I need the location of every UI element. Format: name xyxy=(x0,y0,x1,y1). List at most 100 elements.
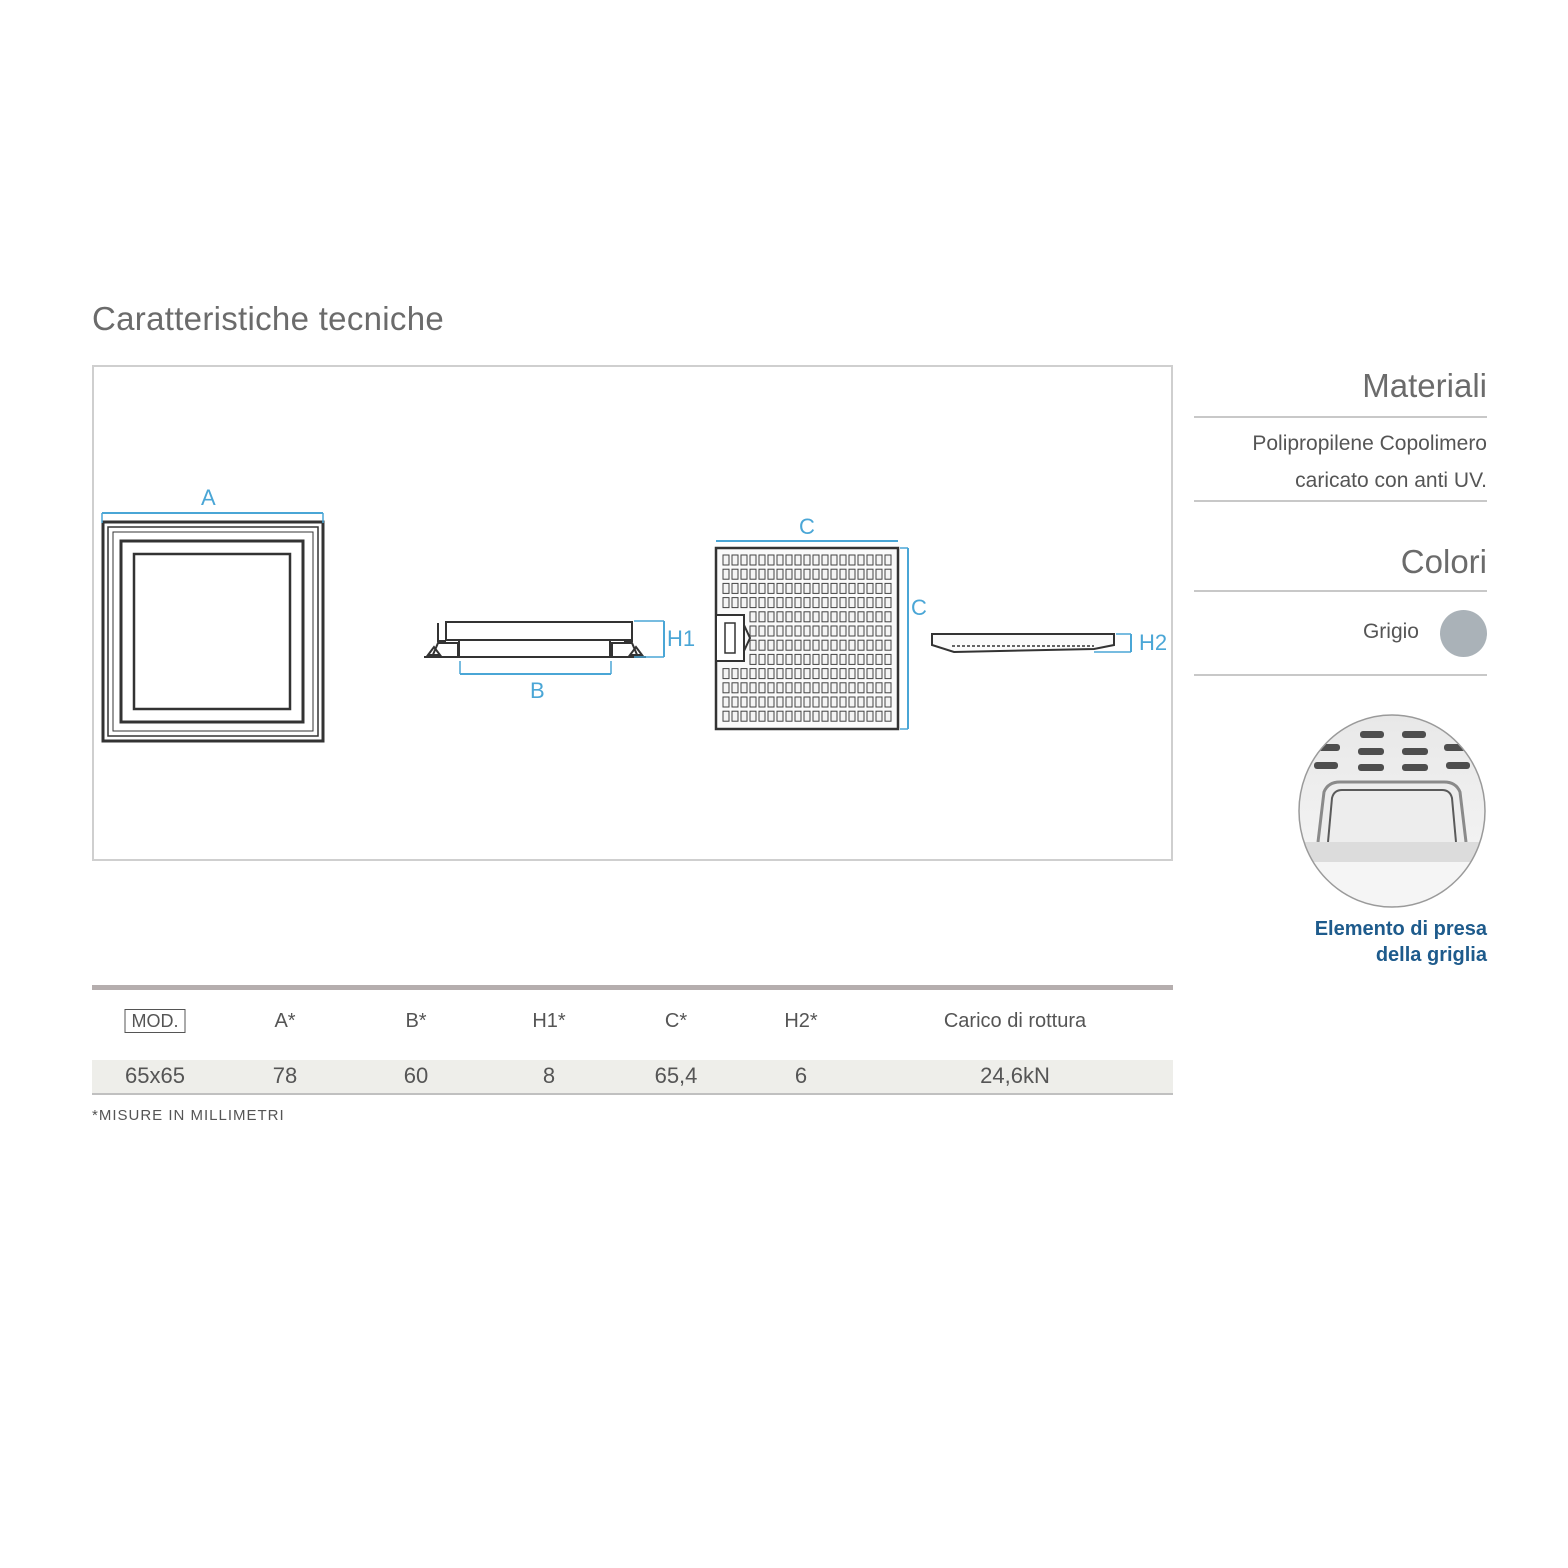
grate-slot xyxy=(830,582,838,594)
grate-slot xyxy=(758,668,766,680)
colors-top-divider xyxy=(1194,590,1487,592)
grate-slot xyxy=(794,568,802,580)
grate-slot xyxy=(839,653,847,665)
grate-slot xyxy=(749,625,757,637)
grate-slot xyxy=(794,597,802,609)
grate-slot xyxy=(884,668,892,680)
grate-slot xyxy=(821,682,829,694)
grate-slot xyxy=(884,625,892,637)
colors-bottom-divider xyxy=(1194,674,1487,676)
grate-slot xyxy=(776,568,784,580)
grip-detail-image xyxy=(1298,714,1486,909)
grate-slot xyxy=(785,611,793,623)
cell-load: 24,6kN xyxy=(980,1063,1050,1088)
grate-slot xyxy=(812,696,820,708)
grate-slot xyxy=(740,710,748,722)
colors-heading: Colori xyxy=(1400,543,1487,580)
grate-slot xyxy=(722,554,730,566)
grate-slot xyxy=(740,696,748,708)
grate-slot xyxy=(866,639,874,651)
grate-slot xyxy=(803,554,811,566)
grate-slot xyxy=(776,597,784,609)
grate-slot xyxy=(857,639,865,651)
header-a: A* xyxy=(274,1010,296,1032)
grate-slot xyxy=(812,611,820,623)
grate-slot xyxy=(812,653,820,665)
grate-slot xyxy=(722,710,730,722)
grate-slot xyxy=(749,597,757,609)
materials-description: Polipropilene Copolimero caricato con an… xyxy=(1194,425,1487,499)
grate-slot xyxy=(875,668,883,680)
grate-slot xyxy=(749,696,757,708)
grate-slot xyxy=(830,710,838,722)
grate-slot xyxy=(812,639,820,651)
dim-label-c-top: C xyxy=(799,514,815,539)
grate-slot xyxy=(749,653,757,665)
grate-slot xyxy=(848,710,856,722)
grate-slot xyxy=(812,625,820,637)
header-b: B* xyxy=(405,1010,427,1032)
grate-slot xyxy=(866,696,874,708)
grate-slot xyxy=(803,611,811,623)
grate-slot xyxy=(830,653,838,665)
grate-slot xyxy=(749,639,757,651)
grate-slot xyxy=(749,682,757,694)
grate-slot xyxy=(722,568,730,580)
grate-slot xyxy=(857,668,865,680)
grate-slot xyxy=(740,682,748,694)
materials-heading: Materiali xyxy=(1362,367,1487,404)
grate-slot xyxy=(803,653,811,665)
grate-slot xyxy=(821,597,829,609)
grate-slot xyxy=(758,582,766,594)
grate-slot xyxy=(794,611,802,623)
mod-badge: MOD. xyxy=(124,1009,186,1033)
grate-slot xyxy=(794,554,802,566)
grate-slot xyxy=(803,696,811,708)
grate-top-view xyxy=(714,546,900,731)
grate-slot xyxy=(848,639,856,651)
grate-slot xyxy=(776,611,784,623)
grate-slot xyxy=(848,597,856,609)
grate-slot xyxy=(848,611,856,623)
grate-slot xyxy=(776,682,784,694)
grate-slot xyxy=(767,568,775,580)
grate-slot xyxy=(794,582,802,594)
grate-slot xyxy=(794,682,802,694)
table-top-rule xyxy=(92,985,1173,990)
grate-slot xyxy=(767,653,775,665)
grate-slot xyxy=(776,696,784,708)
grate-slot xyxy=(785,639,793,651)
dim-label-h1: H1 xyxy=(667,626,695,651)
cell-h2: 6 xyxy=(794,1063,808,1088)
grate-slot xyxy=(875,682,883,694)
grate-slot xyxy=(830,568,838,580)
color-swatch xyxy=(1440,610,1487,657)
cell-c: 65,4 xyxy=(654,1063,698,1088)
grate-slot xyxy=(758,597,766,609)
grate-slot xyxy=(821,710,829,722)
grate-slot xyxy=(875,582,883,594)
grate-slot xyxy=(866,653,874,665)
dim-label-b: B xyxy=(530,678,545,703)
grate-slot xyxy=(803,710,811,722)
grate-slot xyxy=(848,568,856,580)
grate-slot xyxy=(839,554,847,566)
grate-slot xyxy=(839,682,847,694)
color-option-grigio: Grigio xyxy=(1194,610,1487,658)
grate-slot xyxy=(884,582,892,594)
grate-slot xyxy=(776,668,784,680)
grate-slot xyxy=(785,625,793,637)
materials-bottom-divider xyxy=(1194,500,1487,502)
grate-slot xyxy=(776,653,784,665)
grate-slot xyxy=(875,554,883,566)
grate-slot xyxy=(749,554,757,566)
grate-slot xyxy=(821,625,829,637)
grate-slot xyxy=(884,568,892,580)
grate-slot xyxy=(740,554,748,566)
grate-slot xyxy=(830,668,838,680)
grate-slot xyxy=(866,710,874,722)
grate-slot xyxy=(767,554,775,566)
grate-slot xyxy=(731,582,739,594)
grate-slot xyxy=(767,611,775,623)
grate-slot xyxy=(731,682,739,694)
